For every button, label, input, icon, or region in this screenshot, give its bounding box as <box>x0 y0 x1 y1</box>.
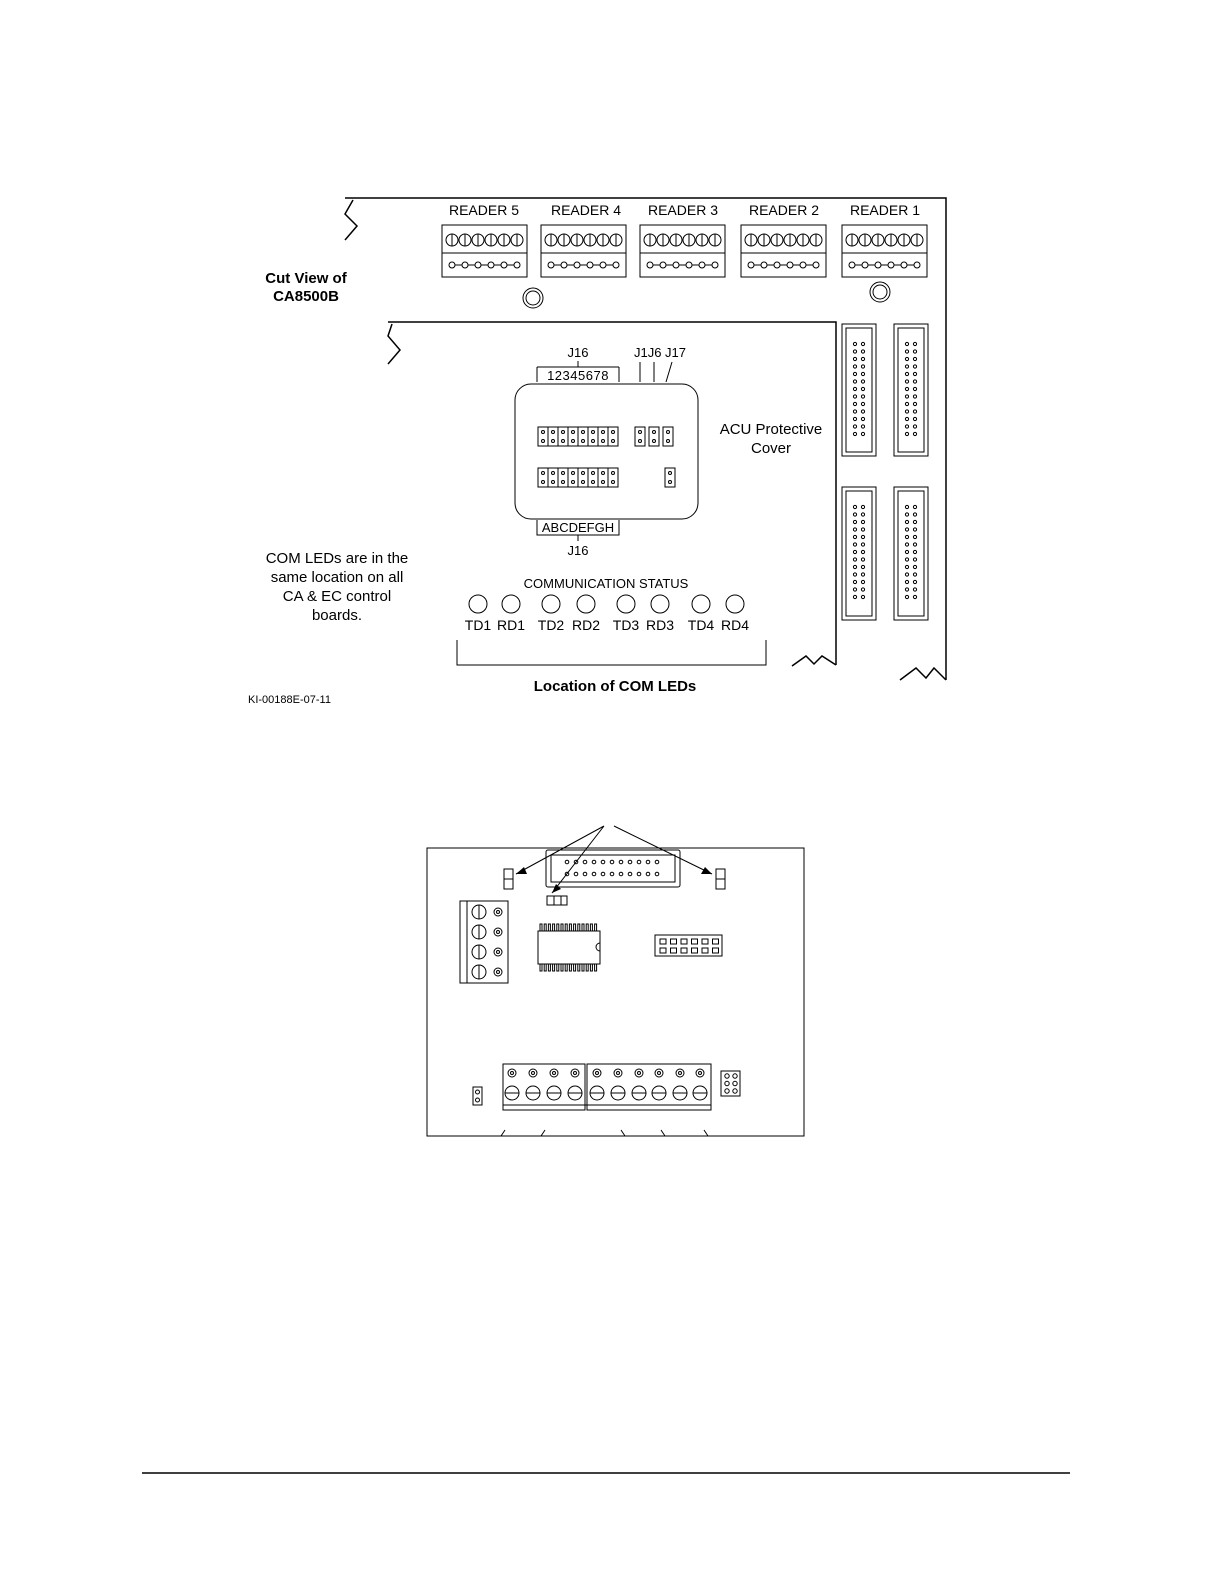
communication-status-label: COMMUNICATION STATUS <box>524 576 689 591</box>
acu-protective-cover <box>515 384 698 519</box>
com-led-note: COM LEDs are in the same location on all… <box>266 550 409 624</box>
note-line-3: CA & EC control <box>283 588 391 605</box>
figure-id: KI-00188E-07-11 <box>248 694 331 706</box>
led-label-td1: TD1 <box>465 617 492 633</box>
led-bracket <box>457 640 766 665</box>
mounting-holes <box>523 282 890 308</box>
ribbon-connectors <box>842 324 928 620</box>
led-label-td4: TD4 <box>688 617 715 633</box>
reader-3-label: READER 3 <box>648 202 718 218</box>
led-label-rd3: RD3 <box>646 617 674 633</box>
cut-view-title-line1: Cut View of <box>265 270 347 287</box>
led-label-rd2: RD2 <box>572 617 600 633</box>
j16-bottom-label: J16 <box>568 543 589 558</box>
reader-2-label: READER 2 <box>749 202 819 218</box>
j16-top-label: J16 <box>568 345 589 360</box>
reader-terminal-blocks <box>442 225 927 277</box>
reader-1-label: READER 1 <box>850 202 920 218</box>
led-label-rd4: RD4 <box>721 617 749 633</box>
j16-pin-letters: ABCDEFGH <box>542 520 614 535</box>
led-label-td2: TD2 <box>538 617 565 633</box>
reader-labels: READER 5 READER 4 READER 3 READER 2 READ… <box>449 202 920 218</box>
cut-view-title-line2: CA8500B <box>273 288 339 305</box>
reader-4-label: READER 4 <box>551 202 621 218</box>
jumper-blocks <box>538 427 675 487</box>
cover-label-line2: Cover <box>751 440 791 457</box>
j16-pin-numbers: 12345678 <box>547 368 609 383</box>
com-leds: TD1 RD1 TD2 RD2 TD3 RD3 TD4 RD4 <box>465 595 749 633</box>
cover-label-line1: ACU Protective <box>720 421 823 438</box>
location-caption: Location of COM LEDs <box>534 678 697 695</box>
note-line-4: boards. <box>312 607 362 624</box>
interface-board <box>427 826 804 1136</box>
note-line-2: same location on all <box>271 569 404 586</box>
reader-5-label: READER 5 <box>449 202 519 218</box>
note-line-1: COM LEDs are in the <box>266 550 409 567</box>
led-label-td3: TD3 <box>613 617 640 633</box>
led-label-rd1: RD1 <box>497 617 525 633</box>
j1-j6-j17-label: J1J6 J17 <box>634 345 686 360</box>
